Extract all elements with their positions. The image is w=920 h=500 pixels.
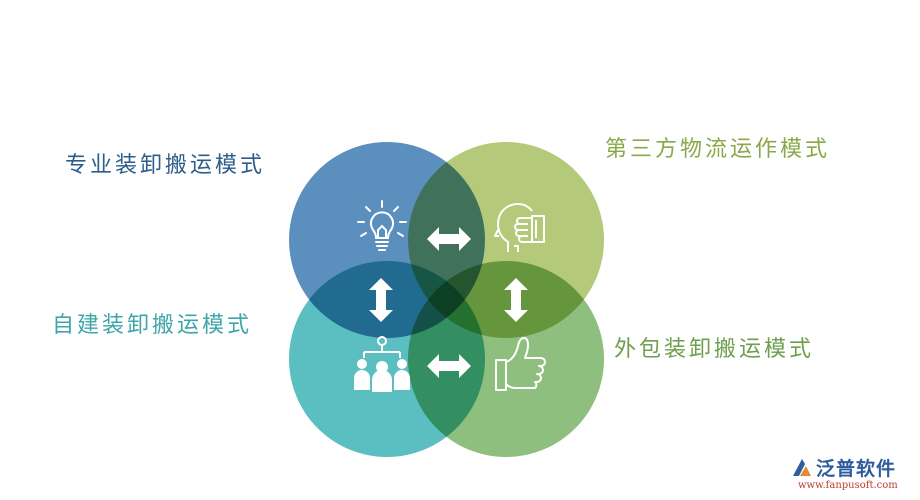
logo-name: 泛普软件 — [816, 458, 897, 480]
thumbs-up-icon — [495, 337, 546, 391]
label-top-right: 第三方物流运作模式 — [605, 137, 831, 162]
double-arrow-left-vertical — [369, 278, 393, 322]
team-network-icon — [354, 336, 410, 392]
label-bottom-right: 外包装卸搬运模式 — [614, 337, 815, 362]
double-arrow-bottom-horizontal — [427, 354, 471, 378]
brand-logo: 泛普软件 www.fanpusoft.com — [790, 452, 915, 494]
lightbulb-icon — [357, 200, 407, 251]
double-arrow-top-horizontal — [427, 227, 471, 251]
head-hand-icon — [494, 203, 545, 252]
logo-mark-icon — [793, 459, 811, 476]
label-bottom-left: 自建装卸搬运模式 — [52, 313, 253, 338]
double-arrow-right-vertical — [504, 278, 528, 322]
logo-url: www.fanpusoft.com — [798, 480, 898, 491]
label-top-left: 专业装卸搬运模式 — [65, 153, 266, 178]
